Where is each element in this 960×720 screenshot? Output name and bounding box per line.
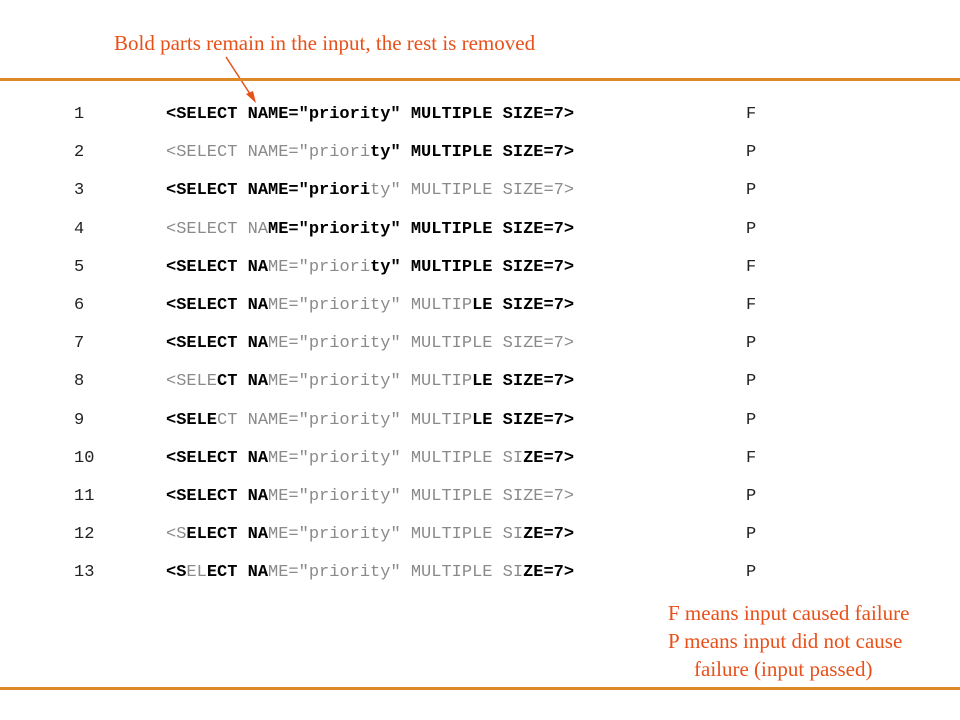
row-number: 11 [74,486,95,506]
row-number: 9 [74,410,85,430]
removed-segment: <SELECT NA [166,219,269,239]
table-row: 1 <SELECT NAME="priority" MULTIPLE SIZE=7… [0,96,960,134]
kept-segment: ty" MULTIPLE SIZE=7> [370,257,575,277]
removed-segment: ME="priority" MULTIPLE SIZE=7> [268,486,575,506]
row-number: 3 [74,181,85,201]
kept-segment: <SELECT NA [166,295,269,315]
removed-segment: ME="priority" MULTIPLE SI [268,525,524,545]
table-row: 11 <SELECT NAME="priority" MULTIPLE SIZE=… [0,478,960,516]
row-number: 7 [74,334,85,354]
row-result: F [746,257,757,277]
top-rule [0,78,960,81]
removed-segment: <S [166,525,187,545]
row-result: P [746,181,757,201]
row-result: P [746,563,757,583]
removed-segment: EL [186,563,207,583]
removed-segment: CT NAME="priority" MULTIP [217,410,473,430]
kept-segment: ECT NA [206,563,269,583]
row-input-code: <SELECT NAME="priority" MULTIPLE SIZE=7> [166,554,574,592]
table-row: 6 <SELECT NAME="priority" MULTIPLE SIZE=7… [0,287,960,325]
table-row: 10 <SELECT NAME="priority" MULTIPLE SIZE=… [0,440,960,478]
input-rows-list: 1<SELECT NAME="priority" MULTIPLE SIZE=7… [0,96,960,592]
removed-segment: ME="priority" MULTIPLE SI [268,563,524,583]
removed-segment: ME="priori [268,257,371,277]
table-row: 7 <SELECT NAME="priority" MULTIPLE SIZE=7… [0,325,960,363]
row-number: 1 [74,105,85,124]
row-number: 13 [74,563,95,583]
table-row: 9 <SELECT NAME="priority" MULTIPLE SIZE=7… [0,402,960,440]
kept-segment: ZE=7> [523,525,575,545]
kept-segment: <S [166,563,187,583]
row-input-code: <SELECT NAME="priority" MULTIPLE SIZE=7> [166,96,574,134]
table-row: 3 <SELECT NAME="priority" MULTIPLE SIZE=7… [0,172,960,210]
removed-segment: ME="priority" MULTIP [268,372,473,392]
row-input-code: <SELECT NAME="priority" MULTIPLE SIZE=7> [166,172,574,210]
table-row: 13 <SELECT NAME="priority" MULTIPLE SIZE=… [0,554,960,592]
row-input-code: <SELECT NAME="priority" MULTIPLE SIZE=7> [166,363,574,401]
legend-line-p: P means input did not cause [668,629,903,653]
legend: F means input caused failure P means inp… [668,599,909,683]
row-number: 5 [74,257,85,277]
row-number: 8 [74,372,85,392]
row-input-code: <SELECT NAME="priority" MULTIPLE SIZE=7> [166,287,574,325]
kept-segment: <SELE [166,410,218,430]
row-result: P [746,525,757,545]
table-row: 2 <SELECT NAME="priority" MULTIPLE SIZE=7… [0,134,960,172]
row-result: P [746,410,757,430]
kept-segment: <SELECT NA [166,486,269,506]
kept-segment: ELECT NA [186,525,269,545]
table-row: 4 <SELECT NAME="priority" MULTIPLE SIZE=7… [0,211,960,249]
row-input-code: <SELECT NAME="priority" MULTIPLE SIZE=7> [166,249,574,287]
removed-segment: ME="priority" MULTIPLE SI [268,448,524,468]
removed-segment: ty" MULTIPLE SIZE=7> [370,181,575,201]
kept-segment: LE SIZE=7> [472,372,575,392]
table-row: 12 <SELECT NAME="priority" MULTIPLE SIZE=… [0,516,960,554]
row-input-code: <SELECT NAME="priority" MULTIPLE SIZE=7> [166,478,574,516]
removed-segment: ME="priority" MULTIP [268,295,473,315]
row-result: P [746,372,757,392]
table-row: 8 <SELECT NAME="priority" MULTIPLE SIZE=7… [0,363,960,401]
kept-segment: <SELECT NA [166,448,269,468]
removed-segment: ME="priority" MULTIPLE SIZE=7> [268,334,575,354]
row-result: P [746,486,757,506]
row-input-code: <SELECT NAME="priority" MULTIPLE SIZE=7> [166,325,574,363]
removed-segment: <SELE [166,372,218,392]
kept-segment: ZE=7> [523,448,575,468]
kept-segment: <SELECT NA [166,334,269,354]
removed-segment: <SELECT NAME="priori [166,143,371,163]
bottom-rule [0,687,960,690]
row-result: P [746,334,757,354]
kept-segment: <SELECT NA [166,257,269,277]
kept-segment: LE SIZE=7> [472,410,575,430]
row-result: F [746,295,757,315]
kept-segment: <SELECT NAME="priority" MULTIPLE SIZE=7> [166,105,575,124]
kept-segment: LE SIZE=7> [472,295,575,315]
row-result: F [746,105,757,124]
row-result: P [746,143,757,163]
row-input-code: <SELECT NAME="priority" MULTIPLE SIZE=7> [166,516,574,554]
kept-segment: ty" MULTIPLE SIZE=7> [370,143,575,163]
row-number: 4 [74,219,85,239]
row-input-code: <SELECT NAME="priority" MULTIPLE SIZE=7> [166,402,574,440]
kept-segment: <SELECT NAME="priori [166,181,371,201]
row-number: 6 [74,295,85,315]
row-result: F [746,448,757,468]
row-input-code: <SELECT NAME="priority" MULTIPLE SIZE=7> [166,211,574,249]
kept-segment: ZE=7> [523,563,575,583]
table-row: 5 <SELECT NAME="priority" MULTIPLE SIZE=7… [0,249,960,287]
annotation-label: Bold parts remain in the input, the rest… [114,31,536,55]
row-number: 10 [74,448,95,468]
row-number: 12 [74,525,95,545]
row-input-code: <SELECT NAME="priority" MULTIPLE SIZE=7> [166,440,574,478]
row-number: 2 [74,143,85,163]
row-result: P [746,219,757,239]
kept-segment: CT NA [217,372,269,392]
legend-line-f: F means input caused failure [668,601,910,625]
row-input-code: <SELECT NAME="priority" MULTIPLE SIZE=7> [166,134,574,172]
legend-line-p-continued: failure (input passed) [694,657,873,681]
kept-segment: ME="priority" MULTIPLE SIZE=7> [268,219,575,239]
